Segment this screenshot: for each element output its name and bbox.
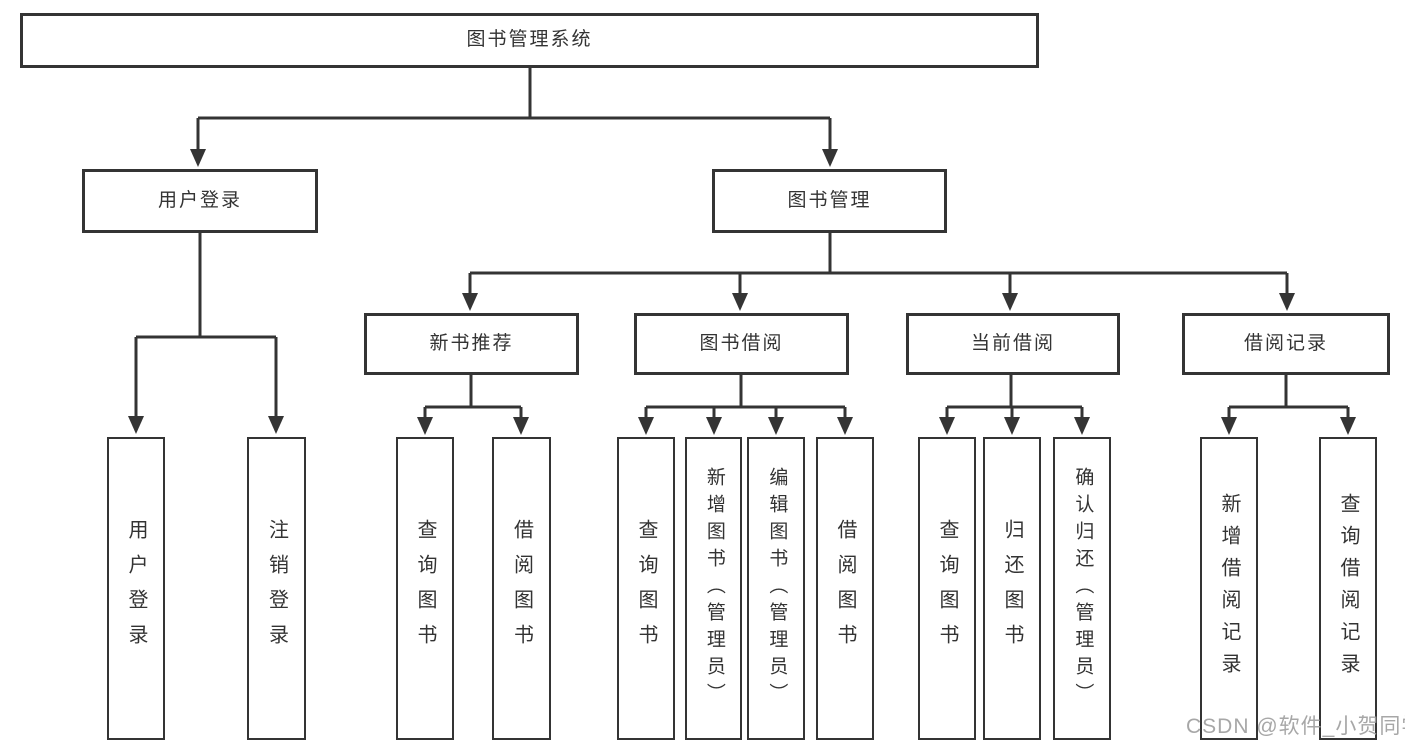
arrowhead [1340,417,1356,435]
arrowhead [1279,293,1295,311]
arrowhead [732,293,748,311]
arrowhead [1074,417,1090,435]
node-query-books-recommend: 查询图书 [396,437,454,740]
node-add-books-admin: 新增图书（管理员） [685,437,742,740]
arrowhead [513,417,529,435]
arrowhead [706,417,722,435]
node-query-books-current: 查询图书 [918,437,976,740]
arrowheads [128,149,1356,435]
node-return-books: 归还图书 [983,437,1041,740]
connector-stems [134,66,1350,419]
node-book-borrowing: 图书借阅 [634,313,849,375]
csdn-watermark: CSDN @软件_小贺同学 [1186,715,1405,738]
arrowhead [638,417,654,435]
arrowhead [128,416,144,434]
node-query-books-borrowing: 查询图书 [617,437,675,740]
node-borrow-books-borrowing: 借阅图书 [816,437,874,740]
node-add-borrowing-record: 新增借阅记录 [1200,437,1258,740]
arrowhead [939,417,955,435]
arrowhead [837,417,853,435]
arrowhead [462,293,478,311]
node-logout-leaf: 注销登录 [247,437,306,740]
arrowhead [417,417,433,435]
arrowhead [768,417,784,435]
node-book-management: 图书管理 [712,169,947,233]
node-root: 图书管理系统 [20,13,1039,68]
node-confirm-return-admin: 确认归还（管理员） [1053,437,1111,740]
node-borrow-books-recommend: 借阅图书 [492,437,551,740]
arrowhead [822,149,838,167]
arrowhead [190,149,206,167]
node-user-login: 用户登录 [82,169,318,233]
node-query-borrowing-record: 查询借阅记录 [1319,437,1377,740]
node-new-book-recommend: 新书推荐 [364,313,579,375]
arrowhead [1004,417,1020,435]
node-current-borrowing: 当前借阅 [906,313,1120,375]
node-edit-books-admin: 编辑图书（管理员） [747,437,805,740]
node-borrowing-records: 借阅记录 [1182,313,1390,375]
arrowhead [1002,293,1018,311]
arrowhead [268,416,284,434]
node-user-login-leaf: 用户登录 [107,437,165,740]
arrowhead [1221,417,1237,435]
